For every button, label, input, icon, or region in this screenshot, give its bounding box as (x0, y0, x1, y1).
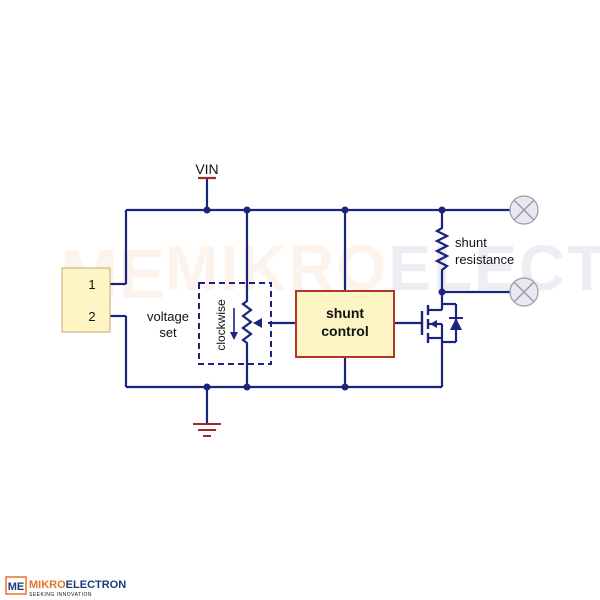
pin-2-label: 2 (88, 309, 95, 324)
pot-dashed-box (198, 282, 272, 365)
output-terminal-bottom (509, 277, 539, 307)
logo-name: MIKROELECTRON (29, 579, 126, 591)
shunt-control-label-line1: shunt (326, 305, 364, 321)
shunt-resistor: shunt resistance (434, 224, 514, 276)
brand-logo: ME MIKROELECTRON SEEKING INNOVATION (5, 576, 126, 598)
shunt-resistance-label-line1: shunt (455, 235, 487, 250)
body-diode (450, 318, 462, 330)
junction-dots (203, 206, 446, 391)
shunt-control-label-line2: control (321, 323, 368, 339)
background-watermark: ME MIKROELECTRON (60, 232, 600, 313)
clockwise-arrow (230, 332, 238, 340)
voltage-set-label-line2: set (159, 325, 177, 340)
shunt-resistance-label-line2: resistance (455, 252, 514, 267)
potentiometer: clockwise (198, 282, 272, 365)
watermark-bg-name: MIKROELECTRON (165, 232, 600, 304)
vin-label: VIN (195, 161, 218, 177)
ground-symbol (193, 423, 221, 437)
voltage-set-label-line1: voltage (147, 309, 189, 324)
clockwise-label: clockwise (214, 299, 228, 351)
connector-block: 1 2 (61, 267, 111, 333)
pin-1-label: 1 (88, 277, 95, 292)
mosfet-symbol (420, 302, 463, 344)
shunt-control-block: shunt control (295, 290, 395, 358)
logo-mark: ME (8, 581, 25, 593)
logo-tagline: SEEKING INNOVATION (29, 592, 92, 598)
pot-wiper-arrow (253, 318, 262, 328)
output-terminal-top (509, 195, 539, 225)
vin-supply-symbol: VIN (195, 161, 219, 180)
